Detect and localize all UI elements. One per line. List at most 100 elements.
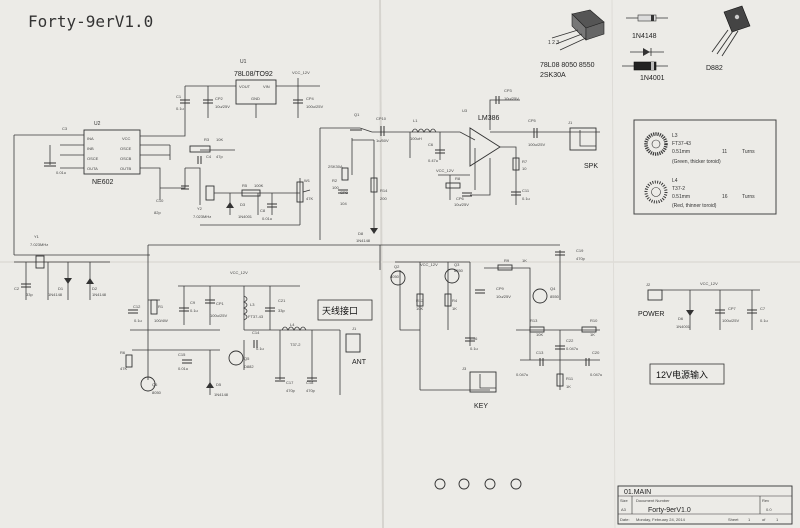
u2-pin-inb: INB (87, 146, 94, 151)
res-r4: R4 1K (444, 293, 458, 311)
c3-ref: C3 (62, 126, 68, 131)
cap-cp1: CP1 100u/25V (205, 299, 227, 318)
inductor-l1: L1 100uH (410, 118, 437, 141)
title-block-sheet: 01.MAIN (624, 489, 651, 496)
r1-val: 100/4W (154, 318, 168, 323)
d3-ref: D3 (240, 202, 246, 207)
vcc-label-u3: VCC_12V (436, 168, 454, 173)
c13-ref: C13 (536, 350, 544, 355)
c7-ref: C7 (760, 306, 766, 311)
cap-c17: C17 470p (275, 377, 296, 393)
q5-val: D882 (244, 364, 254, 369)
transistor-q6: Q6 8050 (140, 376, 162, 395)
c12-val: 0.1u (134, 318, 142, 323)
res-r3: R3 10K (189, 137, 223, 153)
l4-ref: L4 (290, 322, 295, 327)
cp6-val: 10u/25V (454, 202, 469, 207)
d2-ref: D2 (92, 286, 98, 291)
cap-c10: C10 82p (154, 185, 189, 215)
c16-val: 0.1u (470, 346, 478, 351)
cap-c12: C12 0.1u (128, 304, 142, 323)
u2-pin-outa: OUTA (87, 166, 98, 171)
q4-ref: Q4 (550, 286, 556, 291)
inductor-l4: L4 T37-2 (281, 322, 307, 347)
cp9-ref: CP9 (496, 286, 505, 291)
c14-ref: C14 (252, 330, 260, 335)
r5-val: 100K (254, 183, 264, 188)
q6-ref: Q6 (152, 382, 158, 387)
c15-ref: C15 (178, 352, 186, 357)
res-r13: R13 10K (529, 318, 545, 337)
r4-ref: R4 (452, 298, 458, 303)
r10-val: 1K (590, 332, 595, 337)
power-input-label: 12V电源输入 (649, 363, 725, 385)
r12-val: 10K (416, 306, 423, 311)
diode-1n4148-icon (626, 14, 668, 22)
j1-ref: J1 (568, 120, 573, 125)
l1-ref: L1 (413, 118, 418, 123)
l4-unit: Turns (742, 194, 755, 200)
c19-ref: C19 (576, 248, 584, 253)
c9-val: 0.1u (190, 308, 198, 313)
u2-pin-oscb: OSCB (120, 156, 132, 161)
u1-vin-pin: VIN (263, 84, 270, 89)
l1-val: 100uH (410, 136, 422, 141)
package-label-2: 2SK30A (540, 72, 566, 79)
c14-val: 0.1u (256, 346, 264, 351)
q6-val: 8050 (152, 390, 162, 395)
res-r12: R12 10K (416, 293, 424, 311)
cp1-ref: CP1 (216, 301, 225, 306)
l4-desc: (Red, thinner toroid) (672, 203, 717, 209)
diode-1n4148-label: 1N4148 (632, 33, 657, 40)
c9-ref: C9 (190, 300, 196, 305)
l3-ref: L3 (250, 302, 255, 307)
cp9-val: 10u/25V (496, 294, 511, 299)
diode-d3: D3 1N4001 (226, 202, 253, 219)
cap-c13: C13 0.047u (516, 350, 544, 377)
j2-ref: J2 (646, 282, 651, 287)
cap-c22: C22 0.047u (555, 338, 578, 351)
cap-c2: C2 33p (14, 283, 33, 297)
cp5-val: 100u/25V (528, 142, 545, 147)
q4-val: 8550 (550, 294, 560, 299)
cap-c6: C6 0.47u (428, 142, 445, 163)
u2-pin-ina: INA (87, 136, 94, 141)
title-block-size-label: Size (620, 498, 629, 503)
cap-c18: C18 470p (306, 377, 317, 393)
w1-val: 47K (306, 196, 313, 201)
c11-ref: C11 (522, 188, 530, 193)
spk-label: SPK (584, 163, 598, 170)
ant-label: ANT (352, 359, 367, 366)
c20-val: 0.047u (590, 372, 602, 377)
title-block-sheet-no: 1 (748, 517, 751, 522)
schematic-title: Forty-9erV1.0 (28, 12, 153, 31)
diode-d5: D5 1N4148 (206, 382, 229, 397)
l3-ref-box: L3 (672, 133, 678, 139)
cap-cp3: CP3 10u/25V (495, 88, 519, 104)
cp7-val: 100u/25V (722, 318, 739, 323)
y1-ref: Y1 (34, 234, 40, 239)
cp4-val: 100u/25V (306, 104, 323, 109)
cap-cp6: CP6 10u/25V (454, 192, 472, 207)
u2-ref: U2 (94, 121, 101, 127)
package-label-1: 78L08 8050 8550 (540, 62, 595, 69)
green-toroid-icon (644, 132, 668, 156)
r9-val: 1K (522, 258, 527, 263)
u2-pin-vcc: VCC (122, 136, 131, 141)
c15-val: 0.01u (178, 366, 188, 371)
q1-val: 2SK30A (328, 164, 343, 169)
l3-wire: 0.51mm (672, 149, 690, 155)
cap-c21: C21 33p (265, 298, 286, 313)
cap-c8: C8 0.01u (260, 203, 277, 221)
c16-ref: C16 (470, 336, 478, 341)
res-r10: R10 1K (581, 318, 598, 337)
d2-val: 1N4148 (92, 292, 107, 297)
to92-package-icon (551, 9, 605, 51)
transistor-q4: Q4 8550 (532, 286, 560, 304)
l4-wire: 0.51mm (672, 194, 690, 200)
cap-cp8: CP8 104 (338, 189, 349, 206)
l3-val: FT37-43 (248, 314, 264, 319)
res-r11: R11 1K (556, 373, 574, 389)
